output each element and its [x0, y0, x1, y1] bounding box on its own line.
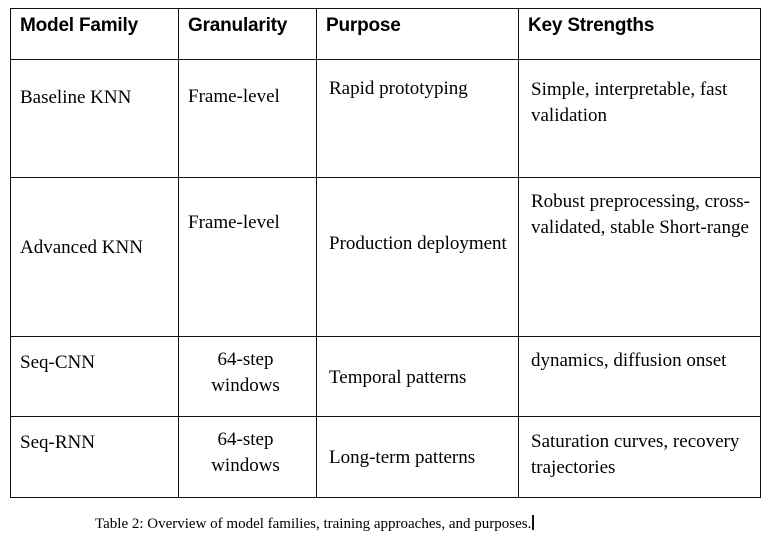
- cell-key-strengths: Saturation curves, recovery trajectories: [518, 416, 761, 498]
- cell-purpose: Rapid prototyping: [316, 59, 519, 178]
- cell-model-family-text: Advanced KNN: [20, 237, 143, 258]
- cell-purpose: Long-term patterns: [316, 416, 519, 498]
- cell-purpose-text: Rapid prototyping: [329, 78, 468, 99]
- column-header-key-strengths: Key Strengths: [518, 8, 761, 60]
- cell-purpose-text: Temporal patterns: [329, 367, 467, 388]
- cell-granularity-text: 64-step windows: [211, 349, 280, 396]
- cell-granularity-text: Frame-level: [188, 212, 280, 233]
- cell-model-family-text: Seq-CNN: [20, 352, 95, 373]
- column-header-model-family: Model Family: [10, 8, 179, 60]
- cell-model-family-text: Seq-RNN: [20, 432, 95, 453]
- table-caption: Table 2: Overview of model families, tra…: [95, 514, 535, 534]
- cell-key-strengths: dynamics, diffusion onset: [518, 336, 761, 417]
- cell-key-strengths-text: Saturation curves, recovery trajectories: [531, 431, 740, 478]
- table-row: Baseline KNN Frame-level Rapid prototypi…: [10, 59, 761, 178]
- cell-granularity: Frame-level: [178, 59, 317, 178]
- table-caption-text: Table 2: Overview of model families, tra…: [95, 516, 532, 532]
- column-header-granularity: Granularity: [178, 8, 317, 60]
- cell-model-family: Advanced KNN: [10, 177, 179, 337]
- column-header-purpose-label: Purpose: [326, 15, 401, 36]
- column-header-granularity-label: Granularity: [188, 15, 288, 36]
- cell-granularity-text: Frame-level: [188, 86, 280, 107]
- cell-model-family: Seq-RNN: [10, 416, 179, 498]
- cell-key-strengths-text: dynamics, diffusion onset: [531, 350, 727, 371]
- text-cursor-caret: [532, 515, 535, 530]
- table-row: Seq-CNN 64-step windows Temporal pattern…: [10, 336, 761, 417]
- table-header-row: Model Family Granularity Purpose Key Str…: [10, 8, 761, 60]
- table-row: Advanced KNN Frame-level Production depl…: [10, 177, 761, 337]
- cell-model-family: Baseline KNN: [10, 59, 179, 178]
- cell-granularity-text: 64-step windows: [211, 429, 280, 476]
- cell-granularity: 64-step windows: [178, 416, 317, 498]
- cell-granularity: 64-step windows: [178, 336, 317, 417]
- cell-key-strengths-text: Robust preprocessing, cross-validated, s…: [531, 191, 750, 238]
- cell-granularity: Frame-level: [178, 177, 317, 337]
- column-header-key-strengths-label: Key Strengths: [528, 15, 655, 36]
- cell-purpose: Production deployment: [316, 177, 519, 337]
- cell-purpose: Temporal patterns: [316, 336, 519, 417]
- cell-model-family: Seq-CNN: [10, 336, 179, 417]
- table-row: Seq-RNN 64-step windows Long-term patter…: [10, 416, 761, 498]
- column-header-model-family-label: Model Family: [20, 15, 138, 36]
- cell-key-strengths: Simple, interpretable, fast validation: [518, 59, 761, 178]
- model-families-table: Model Family Granularity Purpose Key Str…: [10, 8, 761, 498]
- cell-purpose-text: Long-term patterns: [329, 447, 476, 468]
- cell-model-family-text: Baseline KNN: [20, 87, 132, 108]
- cell-key-strengths-text: Simple, interpretable, fast validation: [531, 79, 728, 126]
- cell-purpose-text: Production deployment: [329, 233, 507, 254]
- cell-key-strengths: Robust preprocessing, cross-validated, s…: [518, 177, 761, 337]
- column-header-purpose: Purpose: [316, 8, 519, 60]
